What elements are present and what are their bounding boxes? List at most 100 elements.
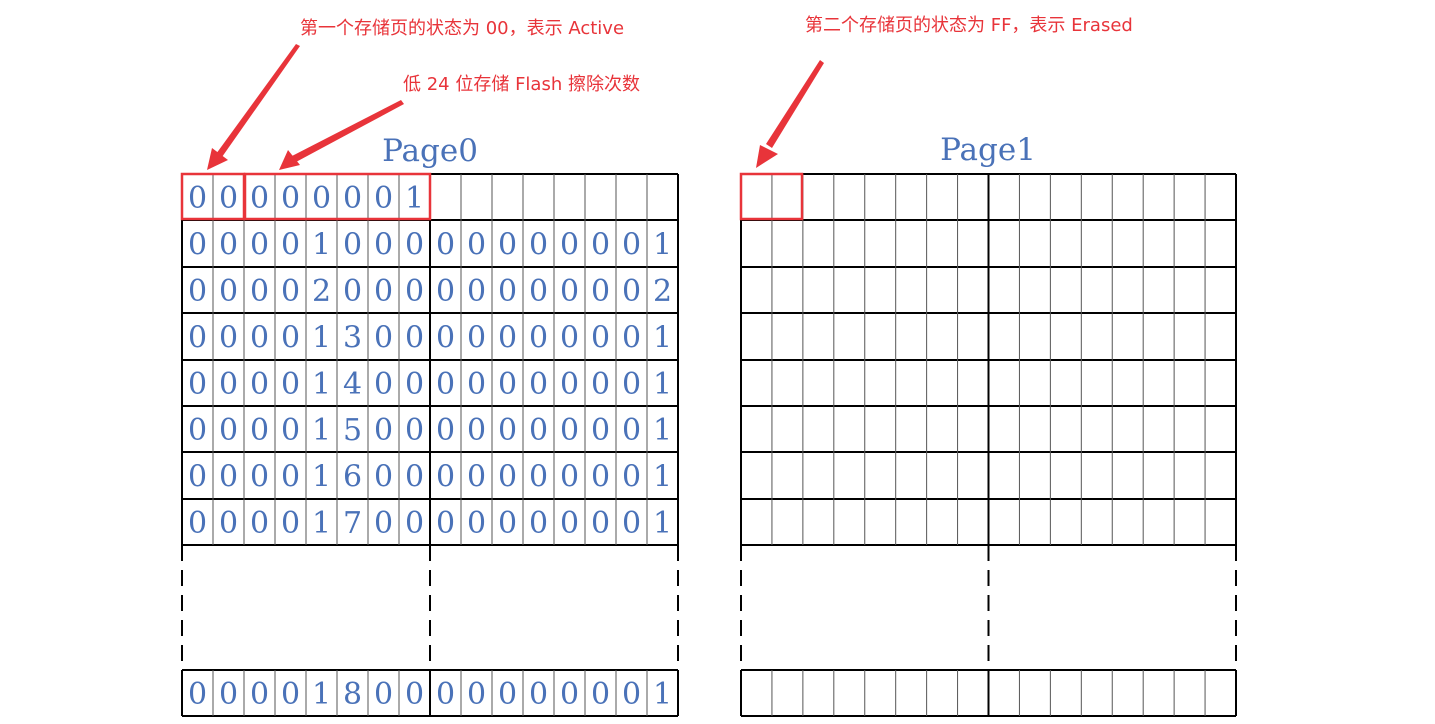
cell-digit: 0 — [560, 413, 579, 448]
cell-digit: 0 — [467, 460, 486, 495]
cell-digit: 0 — [498, 367, 517, 402]
cell-digit: 1 — [312, 413, 331, 448]
cell-digit: 1 — [312, 228, 331, 263]
cell-digit: 0 — [467, 321, 486, 356]
cell-digit: 0 — [591, 228, 610, 263]
cell-digit: 0 — [374, 228, 393, 263]
page0-erase-count-highlight — [243, 172, 432, 221]
cell-digit: 0 — [219, 367, 238, 402]
cell-digit: 0 — [467, 677, 486, 712]
cell-digit: 0 — [219, 228, 238, 263]
cell-digit: 0 — [622, 460, 641, 495]
cell-digit: 0 — [281, 460, 300, 495]
page1: Page1 — [739, 132, 1237, 717]
cell-digit: 0 — [219, 274, 238, 309]
cell-digit: 0 — [312, 181, 331, 216]
cell-digit: 0 — [374, 413, 393, 448]
cell-digit: 1 — [653, 228, 672, 263]
cell-digit: 0 — [219, 460, 238, 495]
cell-digit: 0 — [188, 181, 207, 216]
cell-digit: 0 — [436, 228, 455, 263]
page0-title: Page0 — [382, 133, 478, 169]
cell-digit: 0 — [281, 506, 300, 541]
cell-digit: 1 — [653, 321, 672, 356]
cell-digit: 0 — [374, 321, 393, 356]
cell-digit: 0 — [281, 413, 300, 448]
cell-digit: 1 — [653, 460, 672, 495]
cell-digit: 0 — [591, 367, 610, 402]
cell-digit: 0 — [591, 321, 610, 356]
cell-digit: 0 — [219, 321, 238, 356]
cell-digit: 1 — [653, 413, 672, 448]
cell-digit: 0 — [560, 367, 579, 402]
cell-digit: 0 — [622, 367, 641, 402]
cell-digit: 0 — [529, 506, 548, 541]
cell-digit: 0 — [281, 677, 300, 712]
cell-digit: 1 — [312, 677, 331, 712]
cell-digit: 0 — [188, 506, 207, 541]
cell-digit: 0 — [188, 274, 207, 309]
cell-digit: 0 — [498, 460, 517, 495]
page1-status-highlight — [739, 172, 804, 221]
annotation-page1-status: 第二个存储页的状态为 FF，表示 Erased — [805, 15, 1133, 36]
cell-digit: 0 — [560, 228, 579, 263]
cell-digit: 1 — [312, 506, 331, 541]
page0-grid — [181, 173, 679, 717]
cell-digit: 0 — [529, 228, 548, 263]
cell-digit: 0 — [436, 413, 455, 448]
cell-digit: 0 — [467, 506, 486, 541]
cell-digit: 0 — [498, 413, 517, 448]
cell-digit: 8 — [343, 677, 362, 712]
cell-digit: 0 — [405, 367, 424, 402]
cell-digit: 0 — [188, 228, 207, 263]
arrow-page1-status — [756, 60, 824, 168]
cell-digit: 0 — [219, 413, 238, 448]
cell-digit: 0 — [436, 677, 455, 712]
cell-digit: 0 — [281, 181, 300, 216]
cell-digit: 0 — [405, 413, 424, 448]
cell-digit: 0 — [498, 228, 517, 263]
cell-digit: 0 — [560, 321, 579, 356]
cell-digit: 0 — [436, 506, 455, 541]
cell-digit: 0 — [405, 677, 424, 712]
cell-digit: 1 — [312, 367, 331, 402]
cell-digit: 0 — [622, 677, 641, 712]
cell-digit: 0 — [529, 321, 548, 356]
cell-digit: 0 — [467, 274, 486, 309]
cell-digit: 0 — [529, 274, 548, 309]
cell-digit: 0 — [436, 274, 455, 309]
arrow-erase-count — [279, 100, 404, 170]
cell-digit: 0 — [467, 367, 486, 402]
cell-digit: 0 — [281, 321, 300, 356]
cell-digit: 0 — [250, 274, 269, 309]
cell-digit: 0 — [498, 677, 517, 712]
cell-digit: 0 — [219, 181, 238, 216]
cell-digit: 0 — [498, 321, 517, 356]
cell-digit: 0 — [529, 677, 548, 712]
cell-digit: 7 — [343, 506, 362, 541]
cell-digit: 0 — [188, 460, 207, 495]
cell-digit: 1 — [312, 321, 331, 356]
cell-digit: 0 — [374, 274, 393, 309]
cell-digit: 0 — [529, 413, 548, 448]
cell-digit: 0 — [560, 460, 579, 495]
cell-digit: 6 — [343, 460, 362, 495]
cell-digit: 0 — [467, 413, 486, 448]
cell-digit: 0 — [591, 460, 610, 495]
cell-digit: 1 — [653, 506, 672, 541]
cell-digit: 0 — [405, 460, 424, 495]
cell-digit: 0 — [188, 367, 207, 402]
cell-digit: 0 — [374, 460, 393, 495]
cell-digit: 0 — [281, 228, 300, 263]
cell-digit: 0 — [529, 460, 548, 495]
cell-digit: 0 — [250, 460, 269, 495]
cell-digit: 0 — [498, 274, 517, 309]
cell-digit: 0 — [622, 413, 641, 448]
cell-digit: 2 — [653, 274, 672, 309]
cell-digit: 0 — [591, 413, 610, 448]
cell-digit: 0 — [591, 274, 610, 309]
cell-digit: 0 — [467, 228, 486, 263]
annotation-page0-status: 第一个存储页的状态为 00，表示 Active — [300, 18, 624, 39]
